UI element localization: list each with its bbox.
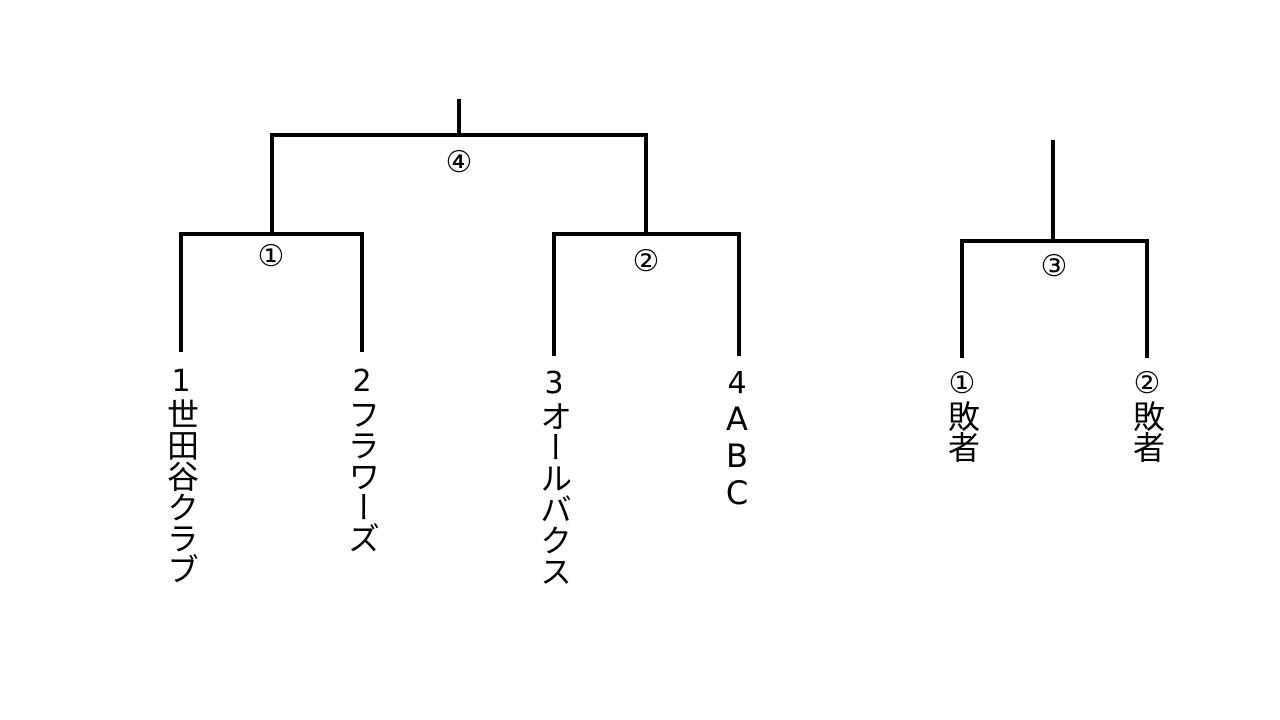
- match-label-2: ②: [632, 244, 660, 279]
- team-entry-4: 4 ABC: [712, 366, 762, 512]
- consolation-name: 敗者: [1128, 400, 1166, 462]
- team-entry-2: 2 フラワーズ: [337, 364, 387, 554]
- consolation-entry-2: ② 敗者: [1122, 366, 1172, 463]
- match1-connector-line: [179, 232, 364, 352]
- consolation-entry-1: ① 敗者: [937, 366, 987, 463]
- team-seed: 3: [544, 366, 564, 401]
- match-label-3: ③: [1040, 249, 1068, 284]
- team-name: フラワーズ: [343, 398, 381, 553]
- team-seed: 1: [171, 364, 191, 399]
- team-name: オールバクス: [535, 400, 573, 586]
- consolation-seed: ①: [948, 366, 976, 401]
- team-seed: 4: [727, 366, 747, 401]
- match-label-4: ④: [445, 145, 473, 180]
- match3-connector-line: [960, 239, 1149, 358]
- match-label-1: ①: [257, 239, 285, 274]
- team-entry-3: 3 オールバクス: [529, 366, 579, 587]
- team-name: 世田谷クラブ: [162, 398, 200, 584]
- team-entry-1: 1 世田谷クラブ: [156, 364, 206, 585]
- final-connector-line: [270, 133, 648, 234]
- team-seed: 2: [352, 364, 372, 399]
- match2-connector-line: [552, 232, 741, 356]
- team-name: ABC: [718, 400, 756, 511]
- consolation-name: 敗者: [943, 400, 981, 462]
- consolation-seed: ②: [1133, 366, 1161, 401]
